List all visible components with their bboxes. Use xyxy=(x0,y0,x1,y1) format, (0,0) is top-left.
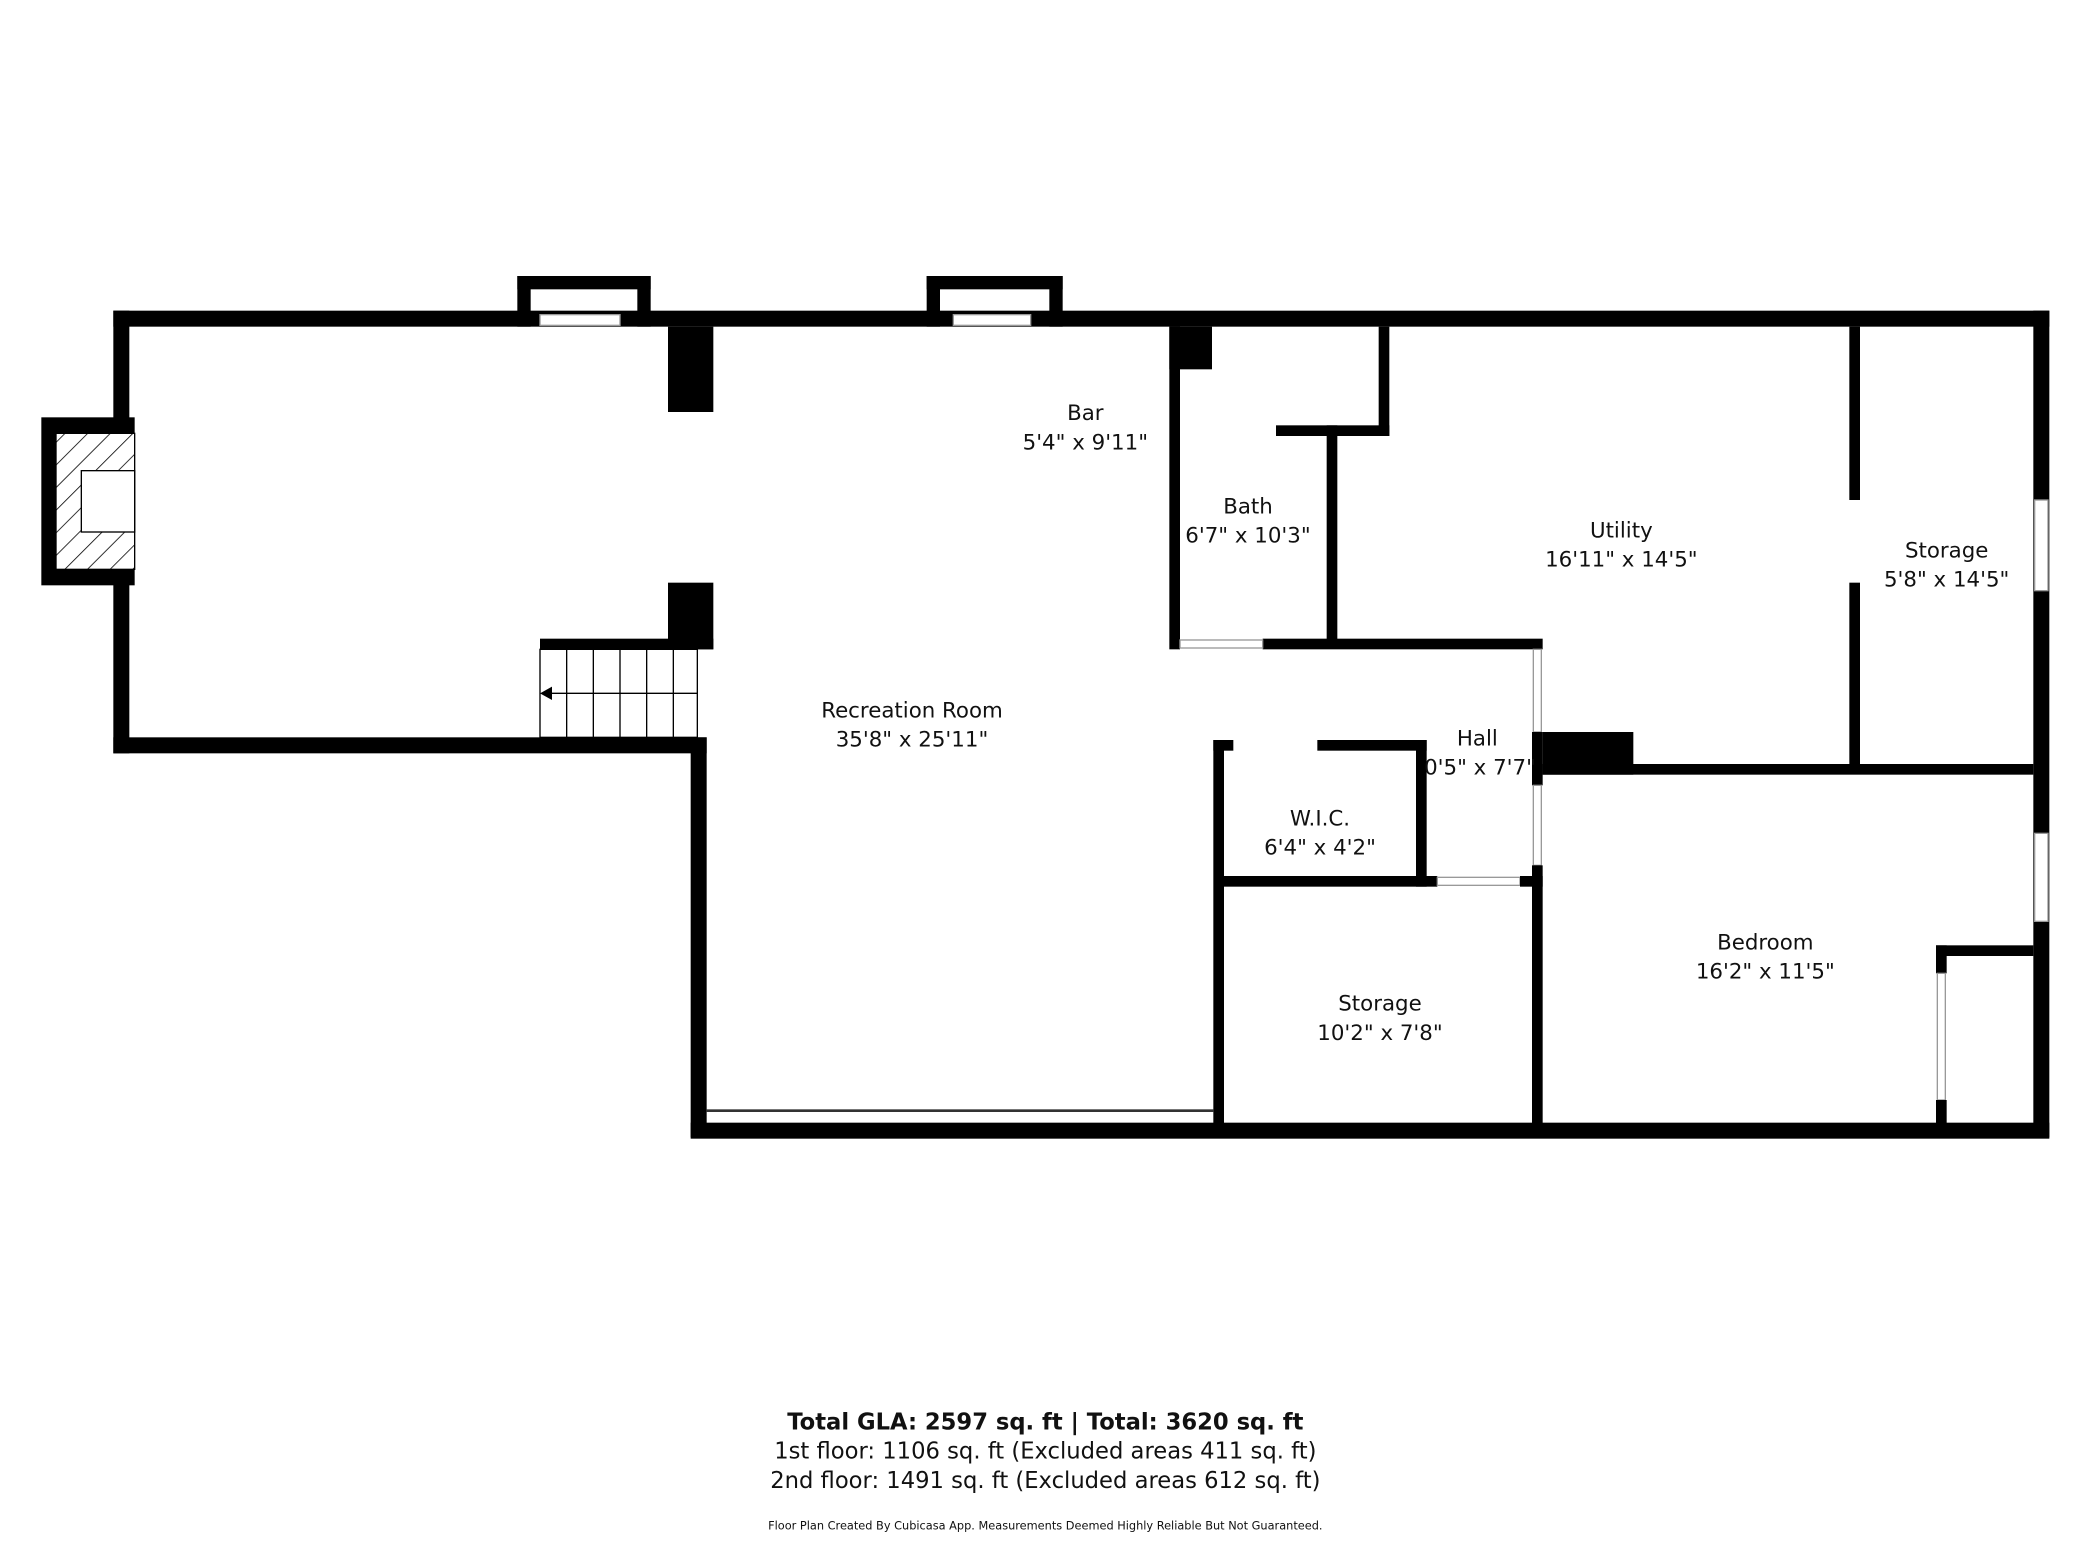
window xyxy=(2034,832,2049,922)
first-floor-area: 1st floor: 1106 sq. ft (Excluded areas 4… xyxy=(774,1439,1316,1465)
room-wic-name: W.I.C. xyxy=(1290,806,1350,831)
room-utility-dims: 16'11" x 14'5" xyxy=(1545,548,1698,573)
fireplace xyxy=(41,417,136,586)
room-storage-east-dims: 5'8" x 14'5" xyxy=(1884,568,2009,593)
window xyxy=(2034,499,2049,592)
room-storage-east-name: Storage xyxy=(1905,538,1988,563)
room-bedroom-dims: 16'2" x 11'5" xyxy=(1696,960,1835,985)
stair-arrow-icon xyxy=(540,686,552,700)
second-floor-area: 2nd floor: 1491 sq. ft (Excluded areas 6… xyxy=(770,1468,1320,1494)
area-summary: Total GLA: 2597 sq. ft | Total: 3620 sq.… xyxy=(768,1409,1322,1532)
room-bath-dims: 6'7" x 10'3" xyxy=(1185,524,1310,549)
room-utility-name: Utility xyxy=(1590,518,1653,543)
window xyxy=(952,314,1032,326)
disclaimer: Floor Plan Created By Cubicasa App. Meas… xyxy=(768,1518,1322,1532)
room-hall-name: Hall xyxy=(1457,726,1498,751)
room-wic-dims: 6'4" x 4'2" xyxy=(1264,836,1376,861)
room-bar-name: Bar xyxy=(1067,401,1104,426)
total-area: Total GLA: 2597 sq. ft | Total: 3620 sq.… xyxy=(787,1409,1303,1435)
room-recreation-dims: 35'8" x 25'11" xyxy=(836,728,989,753)
room-storage-south-dims: 10'2" x 7'8" xyxy=(1317,1021,1442,1046)
walls xyxy=(113,276,2050,1139)
room-bedroom-name: Bedroom xyxy=(1717,930,1813,955)
room-labels: Bar 5'4" x 9'11" Bath 6'7" x 10'3" Utili… xyxy=(821,401,2009,1046)
staircase xyxy=(539,638,714,738)
room-bar-dims: 5'4" x 9'11" xyxy=(1023,430,1148,455)
room-recreation-name: Recreation Room xyxy=(821,698,1003,723)
door xyxy=(1179,639,1264,649)
room-bath-name: Bath xyxy=(1223,494,1273,519)
window xyxy=(539,314,621,326)
room-hall-dims: 0'5" x 7'7" xyxy=(1424,756,1536,781)
room-storage-south-name: Storage xyxy=(1338,992,1421,1017)
